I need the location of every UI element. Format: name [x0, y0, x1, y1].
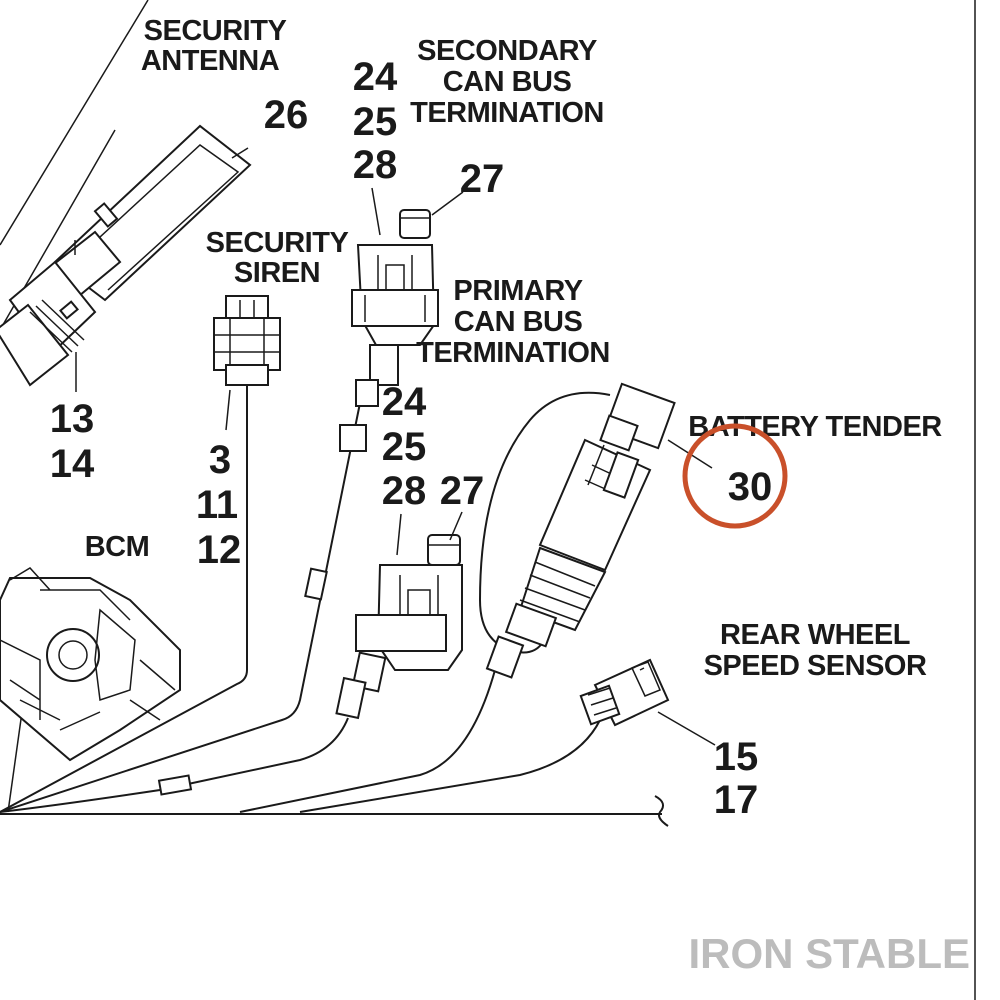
callout-battery-tender: 30 [728, 465, 773, 509]
bcm-part [0, 567, 181, 762]
leader-lines [75, 147, 464, 556]
callout-number: 25 [382, 425, 427, 469]
highlight-ring [682, 423, 788, 529]
callout-primary-side: 24 25 28 [382, 380, 427, 513]
callout-number: 24 [353, 55, 398, 99]
callout-number: 25 [353, 100, 398, 144]
callout-rear-wheel: 15 17 [714, 735, 759, 822]
secondary-can-part [304, 209, 439, 601]
antenna-wire-outer [0, 0, 149, 246]
label-line: SECURITY [144, 15, 287, 47]
callout-number: 15 [714, 735, 759, 779]
label-line: REAR WHEEL [720, 619, 910, 651]
label-line: ANTENNA [141, 45, 280, 77]
callout-number: 28 [382, 469, 427, 513]
label-line: SECONDARY [417, 35, 597, 67]
callout-siren: 3 11 12 [196, 438, 241, 572]
trunk-break-mark [654, 795, 669, 827]
label-line: SIREN [234, 257, 320, 289]
label-line: PRIMARY [453, 275, 582, 307]
security-siren-part [213, 295, 281, 386]
secondary-can-wire [0, 402, 361, 813]
callout-antenna-connector: 13 14 [50, 397, 95, 486]
label-line: SECURITY [206, 227, 349, 259]
callout-number: 13 [50, 397, 95, 441]
callout-secondary-top: 24 25 28 [353, 55, 398, 187]
callout-number: 17 [714, 778, 759, 822]
label-rear-wheel: REAR WHEEL SPEED SENSOR [704, 619, 928, 682]
label-line: SPEED SENSOR [704, 650, 927, 682]
sensor-leader-line [657, 711, 716, 746]
label-secondary-can: SECONDARY CAN BUS TERMINATION [410, 35, 604, 129]
label-primary-can: PRIMARY CAN BUS TERMINATION [416, 275, 610, 369]
label-line: TERMINATION [416, 337, 610, 369]
siren-wire [0, 383, 248, 813]
callout-number: 28 [353, 143, 398, 187]
security-antenna-part [0, 124, 252, 387]
primary-can-wire [0, 717, 349, 813]
callout-antenna: 26 [264, 93, 309, 137]
callout-number: 14 [50, 442, 95, 486]
label-line: TERMINATION [410, 97, 604, 129]
primary-can-part [157, 534, 463, 796]
battery-tender-part [478, 382, 713, 679]
rear-wheel-wire [299, 719, 601, 813]
battery-tender-wire [239, 669, 496, 813]
callout-number: 12 [197, 528, 242, 572]
rear-wheel-sensor-part [579, 658, 716, 746]
bcm-drop-wire [7, 711, 23, 813]
label-line: CAN BUS [454, 306, 583, 338]
callout-number: 3 [209, 438, 231, 482]
label-bcm: BCM [85, 531, 150, 563]
label-line: CAN BUS [443, 66, 572, 98]
harness-wires [0, 0, 669, 827]
label-security-siren: SECURITY SIREN [206, 227, 349, 289]
callout-secondary-cap: 27 [460, 157, 505, 201]
callout-number: 11 [196, 483, 238, 527]
callout-number: 24 [382, 380, 427, 424]
callout-primary-cap: 27 [440, 469, 485, 513]
label-security-antenna: SECURITY ANTENNA [141, 15, 287, 77]
watermark-text: IRON STABLE [688, 930, 970, 977]
